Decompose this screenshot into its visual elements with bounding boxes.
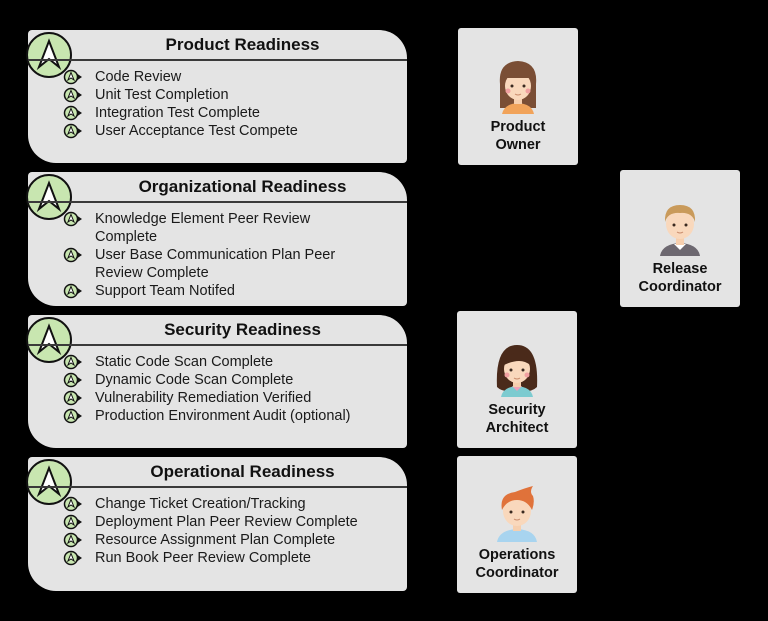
checklist-item: Deployment Plan Peer Review Complete: [63, 513, 397, 531]
bullet-arrow-icon: [63, 550, 82, 566]
role-card-security-architect: Security Architect: [457, 311, 577, 448]
checklist-item: Dynamic Code Scan Complete: [63, 371, 397, 389]
panel-title: Product Readiness: [165, 35, 320, 54]
checklist-item: Resource Assignment Plan Complete: [63, 531, 397, 549]
panel-organizational-readiness: Organizational Readiness Knowledge Eleme…: [26, 172, 407, 306]
panel-operational-readiness: Operational Readiness Change Ticket Crea…: [26, 457, 407, 591]
bullet-arrow-icon: [63, 496, 82, 512]
bullet-arrow-icon: [63, 247, 82, 263]
role-label: Release Coordinator: [638, 261, 722, 295]
bullet-arrow-icon: [63, 69, 82, 85]
woman-bangs-avatar-icon: [499, 61, 537, 114]
role-label: Security Architect: [485, 402, 549, 436]
checklist-item: Code Review: [63, 68, 397, 86]
role-card-product-owner: Product Owner: [458, 28, 578, 165]
role-card-release-coordinator: Release Coordinator: [620, 170, 740, 307]
divider: [28, 344, 407, 346]
man-blond-avatar-icon: [660, 205, 700, 256]
panel-title: Operational Readiness: [150, 462, 335, 481]
bullet-arrow-icon: [63, 123, 82, 139]
checklist-item: Vulnerability Remediation Verified: [63, 389, 397, 407]
bullet-arrow-icon: [63, 354, 82, 370]
divider: [28, 59, 407, 61]
panel-title: Security Readiness: [164, 320, 321, 339]
divider: [28, 201, 407, 203]
role-card-operations-coordinator: Operations Coordinator: [457, 456, 577, 593]
bullet-arrow-icon: [63, 105, 82, 121]
checklist-item: Knowledge Element Peer Review Complete: [63, 210, 335, 246]
checklist-item: Unit Test Completion: [63, 86, 397, 104]
checklist-item: User Acceptance Test Compete: [63, 122, 397, 140]
role-label: Operations Coordinator: [475, 547, 559, 581]
panel-security-readiness: Security Readiness Static Code Scan Comp…: [26, 315, 407, 448]
checklist-item: Support Team Notifed: [63, 282, 397, 300]
bullet-arrow-icon: [63, 532, 82, 548]
panel-title: Organizational Readiness: [138, 177, 347, 196]
arrow-badge-icon: [26, 459, 72, 505]
bullet-arrow-icon: [63, 283, 82, 299]
checklist-item: User Base Communication Plan Peer Review…: [63, 246, 355, 282]
role-label: Product Owner: [490, 119, 546, 153]
bullet-arrow-icon: [63, 514, 82, 530]
checklist-item: Static Code Scan Complete: [63, 353, 397, 371]
bullet-arrow-icon: [63, 390, 82, 406]
checklist-item: Integration Test Complete: [63, 104, 397, 122]
bullet-arrow-icon: [63, 211, 82, 227]
checklist-item: Production Environment Audit (optional): [63, 407, 397, 425]
panel-product-readiness: Product Readiness Code Review Unit Test …: [26, 30, 407, 163]
bullet-arrow-icon: [63, 372, 82, 388]
bullet-arrow-icon: [63, 87, 82, 103]
man-red-hair-avatar-icon: [497, 486, 537, 542]
checklist-item: Run Book Peer Review Complete: [63, 549, 397, 567]
checklist-item: Change Ticket Creation/Tracking: [63, 495, 397, 513]
bullet-arrow-icon: [63, 408, 82, 424]
divider: [28, 486, 407, 488]
woman-dark-hair-avatar-icon: [496, 345, 538, 397]
